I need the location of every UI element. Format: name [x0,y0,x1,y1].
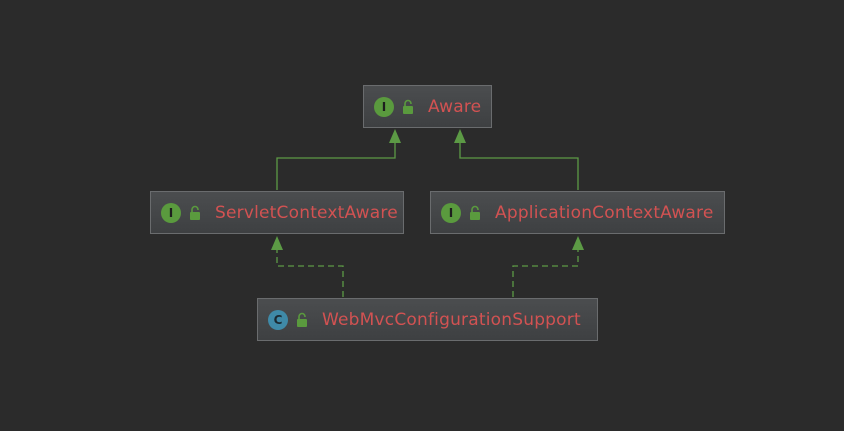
class-icon: C [268,309,288,330]
unlocked-padlock-icon [190,205,200,220]
edge-webmvc-to-servlet [276,250,344,297]
interface-icon: I [441,202,461,223]
arrowhead-aware-right [454,129,466,143]
arrowhead-servlet [271,236,283,250]
node-label: Aware [428,96,482,117]
arrowhead-application [572,236,584,250]
edge-servlet-to-aware [276,143,396,190]
node-aware[interactable]: I Aware [363,85,492,128]
interface-icon: I [161,202,181,223]
unlocked-padlock-icon [403,99,413,114]
node-label: ServletContextAware [215,202,398,223]
node-servlet-context-aware[interactable]: I ServletContextAware [150,191,404,234]
node-webmvc-configuration-support[interactable]: C WebMvcConfigurationSupport [257,298,598,341]
unlocked-padlock-icon [470,205,480,220]
interface-icon: I [374,96,394,117]
arrowhead-aware-left [389,129,401,143]
unlocked-padlock-icon [297,312,307,327]
node-label: ApplicationContextAware [495,202,714,223]
edge-webmvc-to-application [512,250,579,297]
node-application-context-aware[interactable]: I ApplicationContextAware [430,191,725,234]
node-label: WebMvcConfigurationSupport [322,309,581,330]
edge-application-to-aware [459,143,579,190]
